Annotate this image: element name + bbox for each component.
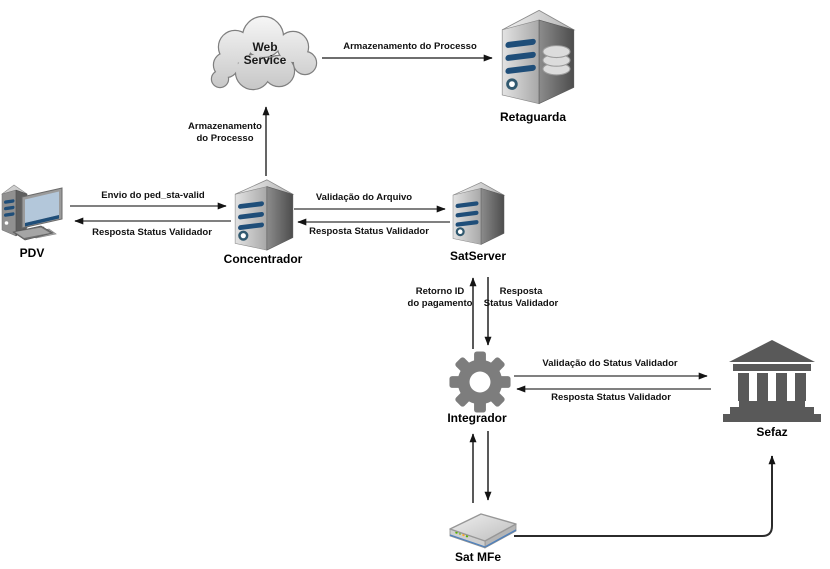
web-service-label-line2: Service (243, 53, 287, 67)
pdv-label: PDV (19, 246, 45, 260)
retaguarda-label: Retaguarda (499, 110, 567, 124)
web-service-label-line1: Web (252, 40, 278, 54)
edge-label-resposta-status-validador-sefaz: Resposta Status Validador (551, 392, 671, 403)
integrador-gear-icon (449, 351, 511, 413)
sefaz-bank-icon (723, 340, 821, 422)
edge-label-resposta-status-validador-pdv: Resposta Status Validador (92, 227, 212, 238)
sat-mfe-label: Sat MFe (454, 550, 501, 564)
sefaz-label: Sefaz (756, 425, 788, 439)
concentrador-label: Concentrador (223, 252, 303, 266)
web-service-cloud-icon (210, 15, 318, 91)
edge-label-armazenamento-line2: do Processo (196, 132, 254, 144)
edge-satmfe-to-sefaz-arrow (514, 455, 776, 537)
edge-label-resposta-status-validador-vertical: Resposta Status Validador (471, 286, 571, 309)
edge-label-retorno-id-line1: Retorno ID (415, 286, 465, 297)
retaguarda-server-icon (501, 9, 576, 105)
edge-label-resposta-vertical-line2: Status Validador (483, 297, 559, 309)
edge-label-validacao-arquivo: Validação do Arquivo (315, 192, 413, 203)
pdv-computer-icon (1, 184, 63, 241)
concentrador-server-icon (234, 179, 295, 251)
edge-label-resposta-vertical-line1: Resposta (499, 286, 543, 297)
web-service-label: Web Service (209, 41, 321, 67)
edge-label-retorno-id-pagamento: Retorno ID do pagamento (390, 286, 490, 309)
edge-label-validacao-status-validador: Validação do Status Validador (542, 358, 678, 369)
integrador-label: Integrador (447, 411, 507, 425)
edge-label-resposta-status-validador-concentrador: Resposta Status Validador (309, 226, 429, 237)
edge-label-armazenamento-line1: Armazenamento (188, 121, 262, 132)
satserver-server-icon (452, 182, 506, 245)
edge-label-envio-ped-sta-valid: Envio do ped_sta-valid (101, 190, 205, 201)
satserver-label: SatServer (449, 249, 507, 263)
edge-label-retorno-id-line2: do pagamento (407, 297, 473, 309)
edge-label-armazenamento-processo-top: Armazenamento do Processo (343, 41, 477, 52)
sat-mfe-device-icon (449, 513, 517, 549)
edge-label-armazenamento-processo-vertical: Armazenamento do Processo (170, 121, 280, 144)
